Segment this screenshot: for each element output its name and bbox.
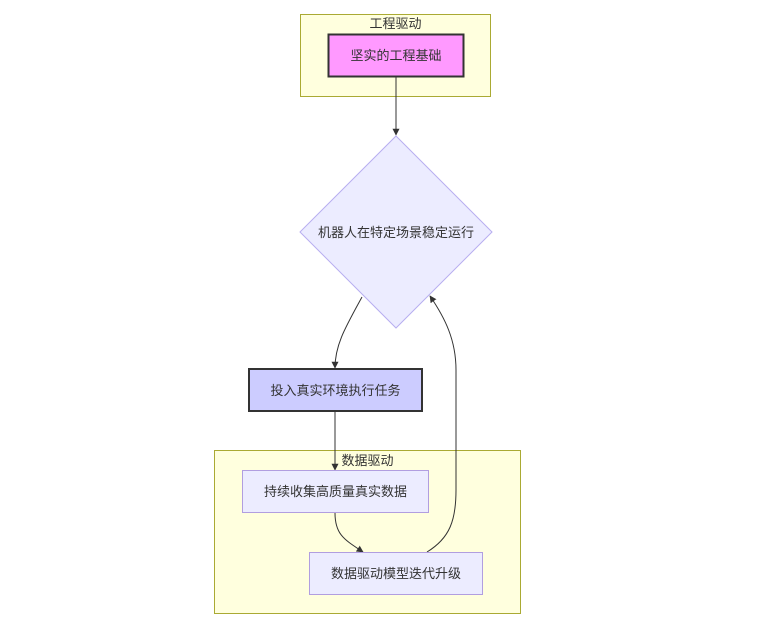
node-collect[interactable]: 持续收集高质量真实数据 xyxy=(242,470,429,513)
node-deploy[interactable]: 投入真实环境执行任务 xyxy=(248,368,423,412)
node-deploy-box xyxy=(248,368,423,412)
node-foundation-label: 坚实的工程基础 xyxy=(350,48,441,64)
node-iterate-box xyxy=(309,552,483,595)
node-stable-run[interactable]: 机器人在特定场景稳定运行 xyxy=(299,135,493,329)
node-foundation[interactable]: 坚实的工程基础 xyxy=(327,33,465,78)
edges xyxy=(331,77,457,553)
cluster-engineering-title: 工程驱动 xyxy=(369,17,421,32)
edge-stable-run-to-deploy xyxy=(331,296,363,369)
node-collect-box xyxy=(242,470,429,513)
node-deploy-label: 投入真实环境执行任务 xyxy=(270,383,400,399)
node-iterate[interactable]: 数据驱动模型迭代升级 xyxy=(309,552,483,595)
node-foundation-box xyxy=(327,33,465,78)
node-stable-run-diamond xyxy=(299,135,493,329)
edge-collect-to-iterate xyxy=(334,512,364,553)
node-collect-label: 持续收集高质量真实数据 xyxy=(264,484,407,500)
node-stable-run-label: 机器人在特定场景稳定运行 xyxy=(318,225,474,241)
node-iterate-label: 数据驱动模型迭代升级 xyxy=(331,567,461,582)
edge-iterate-to-stable-run xyxy=(426,295,457,553)
cluster-data-title: 数据驱动 xyxy=(341,454,393,469)
